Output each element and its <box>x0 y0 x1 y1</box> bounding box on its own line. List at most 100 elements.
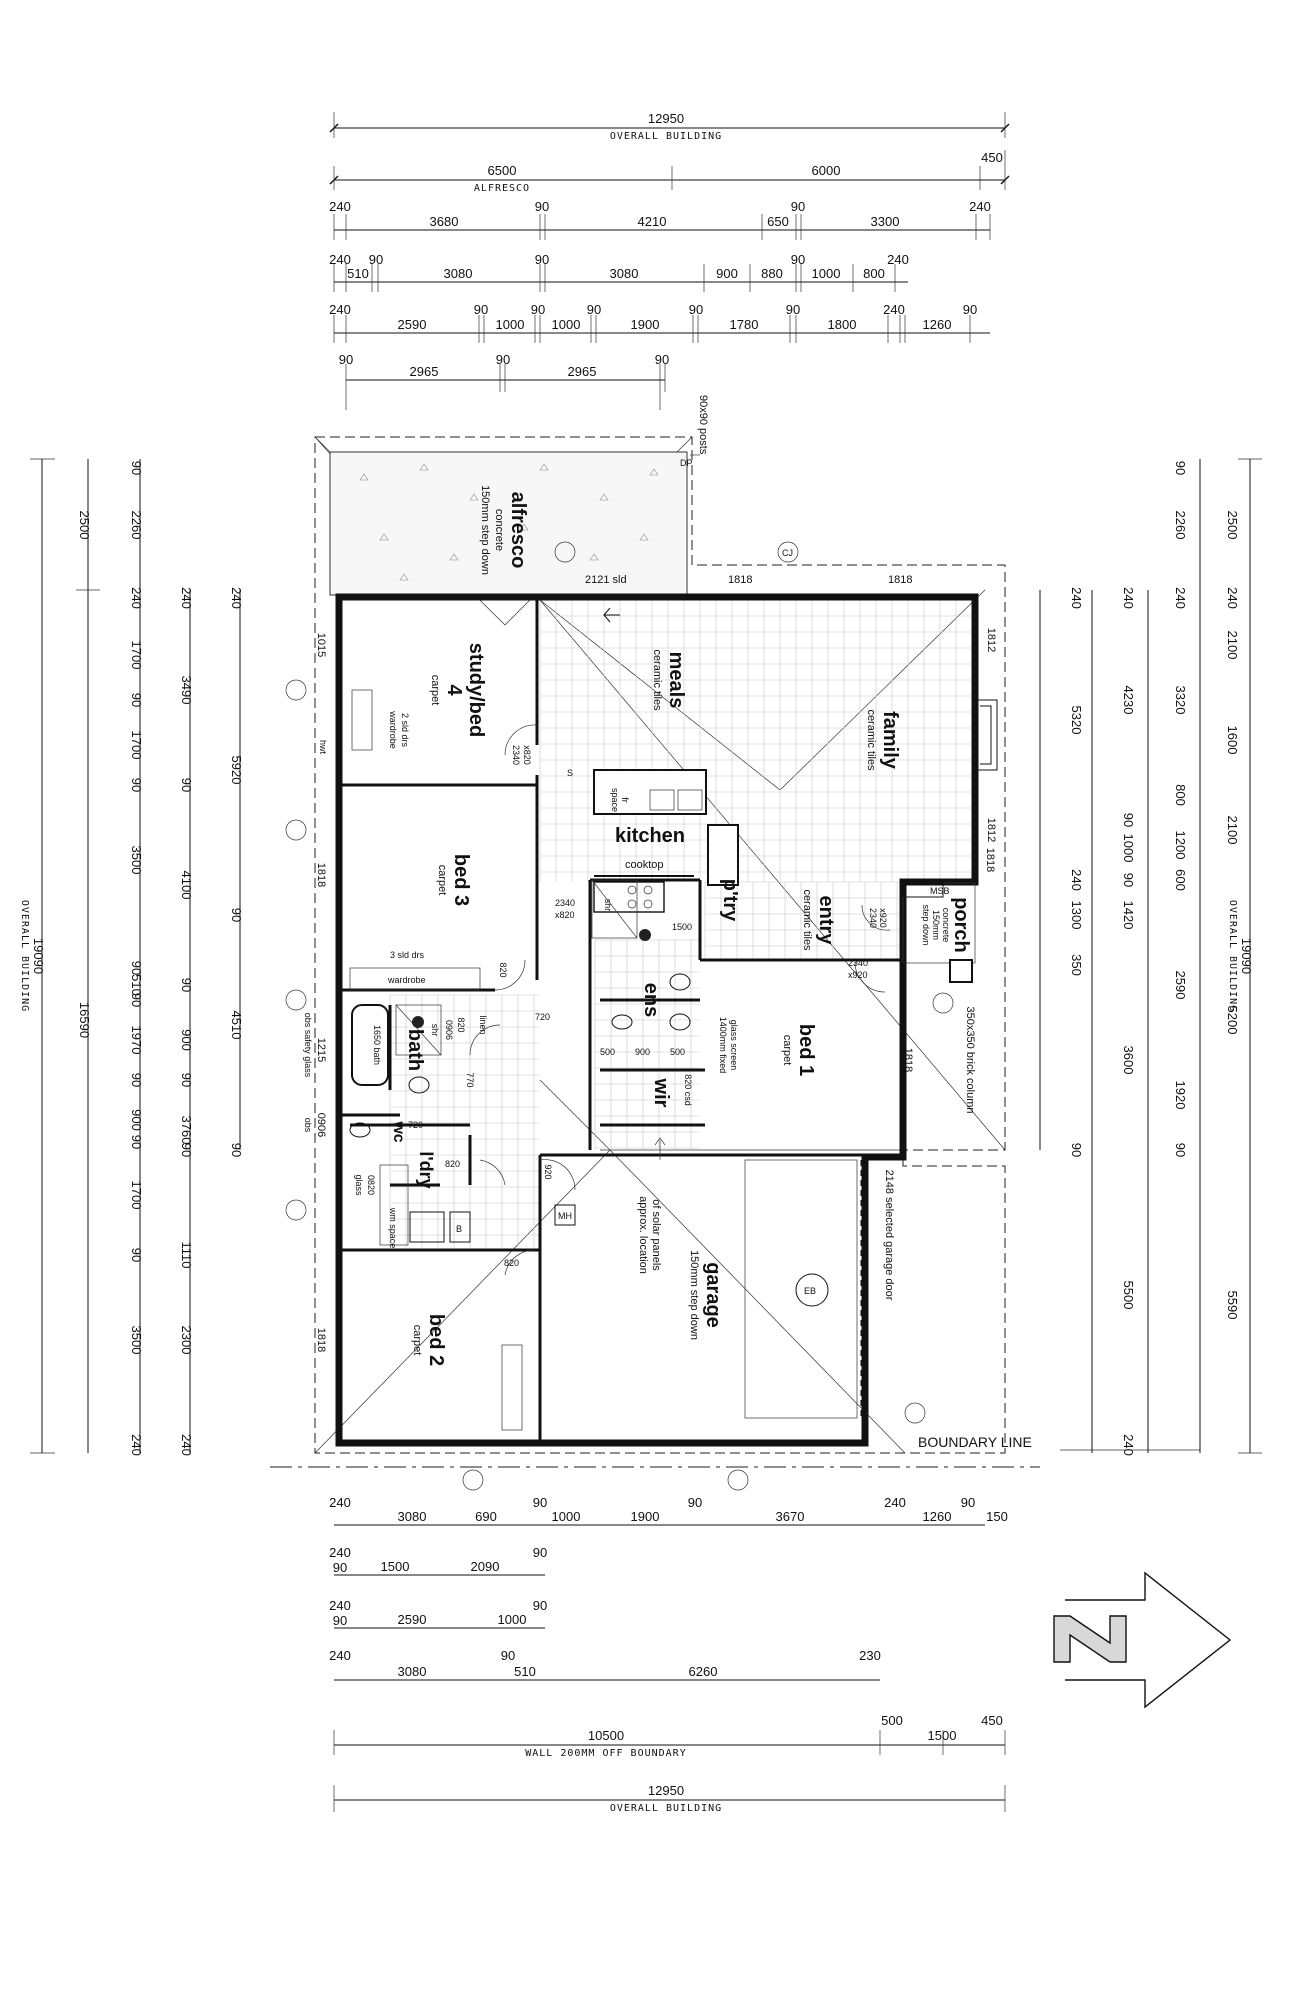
right-c3-4: 350 <box>1069 954 1084 976</box>
cj-markers <box>285 541 954 1491</box>
top-r4-0: 240 <box>329 252 351 267</box>
right-c4-0: 2500 <box>1225 511 1240 540</box>
room-bed1-l1: carpet <box>781 1035 793 1066</box>
note-d820e: 820 <box>445 1159 460 1169</box>
bot-r3-1: 90 <box>333 1613 347 1628</box>
top-dimensions: 12950 OVERALL BUILDING 6500 6000 450 ALF… <box>329 111 1010 410</box>
left-c3-16: 90 <box>129 1248 144 1262</box>
top-r5-10: 90 <box>786 302 800 317</box>
left-c3-6: 90 <box>129 778 144 792</box>
right-c1-3: 3320 <box>1173 686 1188 715</box>
top-450-value: 450 <box>981 150 1003 165</box>
note-sld: 2121 sld <box>585 574 627 586</box>
left-c5-0: 240 <box>229 587 244 609</box>
right-c2-3: 1000 <box>1121 834 1136 863</box>
top-r3-3: 4210 <box>638 214 667 229</box>
top-r5-3: 1000 <box>496 317 525 332</box>
note-d1500: 1500 <box>672 922 692 932</box>
bot-r5-label: WALL 200MM OFF BOUNDARY <box>525 1748 686 1759</box>
top-overall-value: 12950 <box>648 111 684 126</box>
right-c1-6: 600 <box>1173 869 1188 891</box>
top-r3-5: 90 <box>791 199 805 214</box>
note-d920c: x920 <box>878 908 888 928</box>
bot-r2-4: 2090 <box>471 1559 500 1574</box>
bot-r4-2: 90 <box>501 1648 515 1663</box>
note-d900: 900 <box>635 1047 650 1057</box>
left-c3-3: 1700 <box>129 641 144 670</box>
bot-r3-4: 1000 <box>498 1612 527 1627</box>
room-ens: ens <box>640 983 662 1017</box>
right-c2-4: 90 <box>1121 873 1136 887</box>
room-entry-l1: ceramic tiles <box>801 889 813 951</box>
top-r4-1: 90 <box>369 252 383 267</box>
note-w1818e: 1818 <box>902 1048 914 1072</box>
right-c2-5: 1420 <box>1121 901 1136 930</box>
left-overall: 19090 <box>31 938 46 974</box>
left-overall-label: OVERALL BUILDING <box>19 900 30 1012</box>
right-c3-2: 240 <box>1069 869 1084 891</box>
right-c3-0: 240 <box>1069 587 1084 609</box>
right-c1-0: 90 <box>1173 461 1188 475</box>
right-dimensions: 19090 OVERALL BUILDING <box>1039 458 1262 1454</box>
cj-label: CJ <box>782 548 793 558</box>
top-r5-9: 1780 <box>730 317 759 332</box>
top-alfresco-label: ALFRESCO <box>474 183 530 194</box>
top-r5-12: 240 <box>883 302 905 317</box>
left-c5-3: 4510 <box>229 1011 244 1040</box>
right-c1-4: 800 <box>1173 784 1188 806</box>
note-glass: glass <box>354 1174 364 1196</box>
top-r3-1: 3680 <box>430 214 459 229</box>
note-hwt: hwt <box>318 740 328 755</box>
room-meals-l1: ceramic tiles <box>651 649 663 711</box>
note-screen: 1400mm fixed <box>718 1017 728 1074</box>
top-r5-14: 1260 <box>923 317 952 332</box>
note-d820g: 820 csd <box>683 1074 693 1106</box>
left-c3-9: 510 <box>129 974 144 996</box>
top-r6-0: 90 <box>339 352 353 367</box>
room-porch: porch <box>950 897 972 953</box>
left-c2-0: 2500 <box>77 511 92 540</box>
room-labels: alfresco concrete 150mm step down study/… <box>372 485 972 1366</box>
note-msb: MSB <box>930 886 950 896</box>
right-c4-2: 2100 <box>1225 631 1240 660</box>
left-c3-10: 90 <box>129 993 144 1007</box>
left-c3-17: 3500 <box>129 1326 144 1355</box>
left-c3-1: 2260 <box>129 511 144 540</box>
bot-r1-9: 90 <box>961 1495 975 1510</box>
left-c4-1: 3490 <box>179 676 194 705</box>
note-mh: MH <box>558 1211 572 1221</box>
bot-r2-1: 90 <box>333 1560 347 1575</box>
note-solar: approx. location <box>637 1196 649 1274</box>
note-d820a: x820 <box>522 745 532 765</box>
room-porch-l3: step down <box>921 904 931 945</box>
bot-r3-3: 2590 <box>398 1612 427 1627</box>
left-c3-0: 90 <box>129 461 144 475</box>
bot-r6-label: OVERALL BUILDING <box>610 1803 722 1814</box>
top-r4-3: 3080 <box>444 266 473 281</box>
note-d500a: 500 <box>600 1047 615 1057</box>
right-c2-6: 3600 <box>1121 1046 1136 1075</box>
room-bed3: bed 3 <box>450 854 472 906</box>
room-alfresco: alfresco <box>507 492 529 569</box>
top-r5-13: 90 <box>963 302 977 317</box>
north-arrow-icon <box>1053 1571 1232 1709</box>
top-r5-6: 90 <box>587 302 601 317</box>
bot-r1-3: 90 <box>533 1495 547 1510</box>
s-label: S <box>567 768 573 778</box>
bot-r3-2: 90 <box>533 1598 547 1613</box>
top-r5-11: 1800 <box>828 317 857 332</box>
right-c4-1: 240 <box>1225 587 1240 609</box>
bot-r1-8: 240 <box>884 1495 906 1510</box>
room-bed2: bed 2 <box>425 1314 447 1366</box>
bot-r2-2: 90 <box>533 1545 547 1560</box>
top-r3-0: 240 <box>329 199 351 214</box>
right-c1-1: 2260 <box>1173 511 1188 540</box>
bot-r1-2: 690 <box>475 1509 497 1524</box>
top-6000-value: 6000 <box>812 163 841 178</box>
note-shr2: shr <box>603 899 613 912</box>
room-alfresco-l2: 150mm step down <box>479 485 491 575</box>
right-c1-2: 240 <box>1173 587 1188 609</box>
left-c2-1: 16590 <box>77 1002 92 1038</box>
note-d2340d: 2340 <box>848 958 868 968</box>
bot-r4-0: 240 <box>329 1648 351 1663</box>
